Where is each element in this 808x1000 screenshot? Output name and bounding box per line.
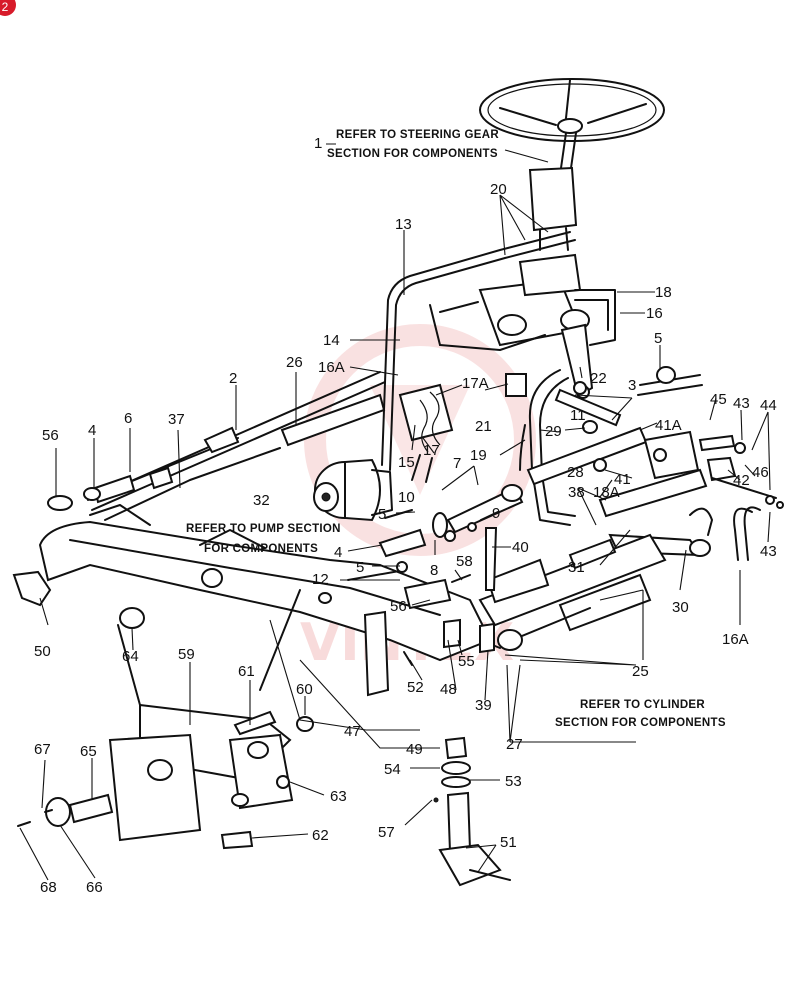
callout-21: 21 <box>475 418 492 435</box>
callout-26: 26 <box>286 354 303 371</box>
callout-32: 32 <box>253 492 270 509</box>
callout-61: 61 <box>238 663 255 680</box>
callout-64: 64 <box>122 648 139 665</box>
callout-18a: 18A <box>593 484 620 501</box>
callout-41a: 41A <box>655 417 682 434</box>
callout-9: 9 <box>492 505 500 522</box>
callout-28: 28 <box>567 464 584 481</box>
callout-17: 17 <box>423 442 440 459</box>
front-axle <box>12 504 492 697</box>
callout-8: 8 <box>430 562 438 579</box>
callout-4-center: 4 <box>334 544 342 561</box>
callout-2: 2 <box>229 370 237 387</box>
callout-39: 39 <box>475 697 492 714</box>
callout-38: 38 <box>568 484 585 501</box>
callout-16: 16 <box>646 305 663 322</box>
callout-48: 48 <box>440 681 457 698</box>
callout-10: 10 <box>398 489 415 506</box>
callout-30: 30 <box>672 599 689 616</box>
callout-40: 40 <box>512 539 529 556</box>
callout-19: 19 <box>470 447 487 464</box>
note-pump-line2: FOR COMPONENTS <box>204 543 318 555</box>
note-cylinder-line1: REFER TO CYLINDER <box>580 699 705 711</box>
callout-27: 27 <box>506 736 523 753</box>
callout-59: 59 <box>178 646 195 663</box>
callout-63: 63 <box>330 788 347 805</box>
note-pump-line1: REFER TO PUMP SECTION <box>186 523 341 535</box>
callout-45: 45 <box>710 391 727 408</box>
callout-54: 54 <box>384 761 401 778</box>
hose <box>733 506 761 561</box>
valve-bracket <box>398 373 527 483</box>
callout-16a-right: 16A <box>722 631 749 648</box>
callout-56-left: 56 <box>42 427 59 444</box>
callout-43-top: 43 <box>733 395 750 412</box>
callout-17a: 17A <box>462 375 489 392</box>
center-hardware <box>347 381 607 666</box>
callout-65: 65 <box>80 743 97 760</box>
callout-4-left: 4 <box>88 422 96 439</box>
callout-7: 7 <box>453 455 461 472</box>
callout-51: 51 <box>500 834 517 851</box>
callout-5-center: 5 <box>356 559 364 576</box>
callout-31: 31 <box>568 559 585 576</box>
callout-60: 60 <box>296 681 313 698</box>
callout-12: 12 <box>312 571 329 588</box>
callout-6: 6 <box>124 410 132 427</box>
axle-support-bracket <box>17 589 314 850</box>
page-badge: 2 <box>0 0 16 16</box>
callout-13: 13 <box>395 216 412 233</box>
callout-47: 47 <box>344 723 361 740</box>
callout-22: 22 <box>590 370 607 387</box>
callout-14: 14 <box>323 332 340 349</box>
note-steering-gear-line1: REFER TO STEERING GEAR <box>336 129 499 141</box>
callout-46: 46 <box>752 464 769 481</box>
callout-58: 58 <box>456 553 473 570</box>
right-hardware <box>643 430 784 509</box>
callout-53: 53 <box>505 773 522 790</box>
callout-57: 57 <box>378 824 395 841</box>
callout-62: 62 <box>312 827 329 844</box>
callout-44: 44 <box>760 397 777 414</box>
callout-41: 41 <box>614 471 631 488</box>
callout-56-center: 56 <box>390 598 407 615</box>
callout-29: 29 <box>545 423 562 440</box>
callout-43-bottom: 43 <box>760 543 777 560</box>
callout-25: 25 <box>632 663 649 680</box>
callout-5-lower: 5 <box>378 506 386 523</box>
callout-20: 20 <box>490 181 507 198</box>
callout-5-right: 5 <box>654 330 662 347</box>
callout-68: 68 <box>40 879 57 896</box>
callout-52: 52 <box>407 679 424 696</box>
callout-50: 50 <box>34 643 51 660</box>
spindle <box>433 736 511 887</box>
callout-66: 66 <box>86 879 103 896</box>
callout-18: 18 <box>655 284 672 301</box>
callout-55: 55 <box>458 653 475 670</box>
note-cylinder-line2: SECTION FOR COMPONENTS <box>555 717 726 729</box>
callout-11: 11 <box>570 407 586 424</box>
steering-gear <box>429 166 590 351</box>
leader-lines <box>19 143 771 881</box>
callout-1: 1 <box>314 135 322 152</box>
notes: REFER TO STEERING GEAR SECTION FOR COMPO… <box>186 129 726 729</box>
callout-16a-left: 16A <box>318 359 345 376</box>
callout-3: 3 <box>628 377 636 394</box>
steering-wheel <box>479 78 665 176</box>
drag-links <box>47 371 386 521</box>
callout-37: 37 <box>168 411 185 428</box>
callout-67: 67 <box>34 741 51 758</box>
pump <box>313 458 393 522</box>
callouts: 1 2 3 4 4 5 5 5 6 7 8 9 10 11 12 13 14 1… <box>34 135 777 896</box>
callout-49: 49 <box>406 741 423 758</box>
callout-42: 42 <box>733 472 750 489</box>
note-steering-gear-line2: SECTION FOR COMPONENTS <box>327 148 498 160</box>
callout-15: 15 <box>398 454 415 471</box>
